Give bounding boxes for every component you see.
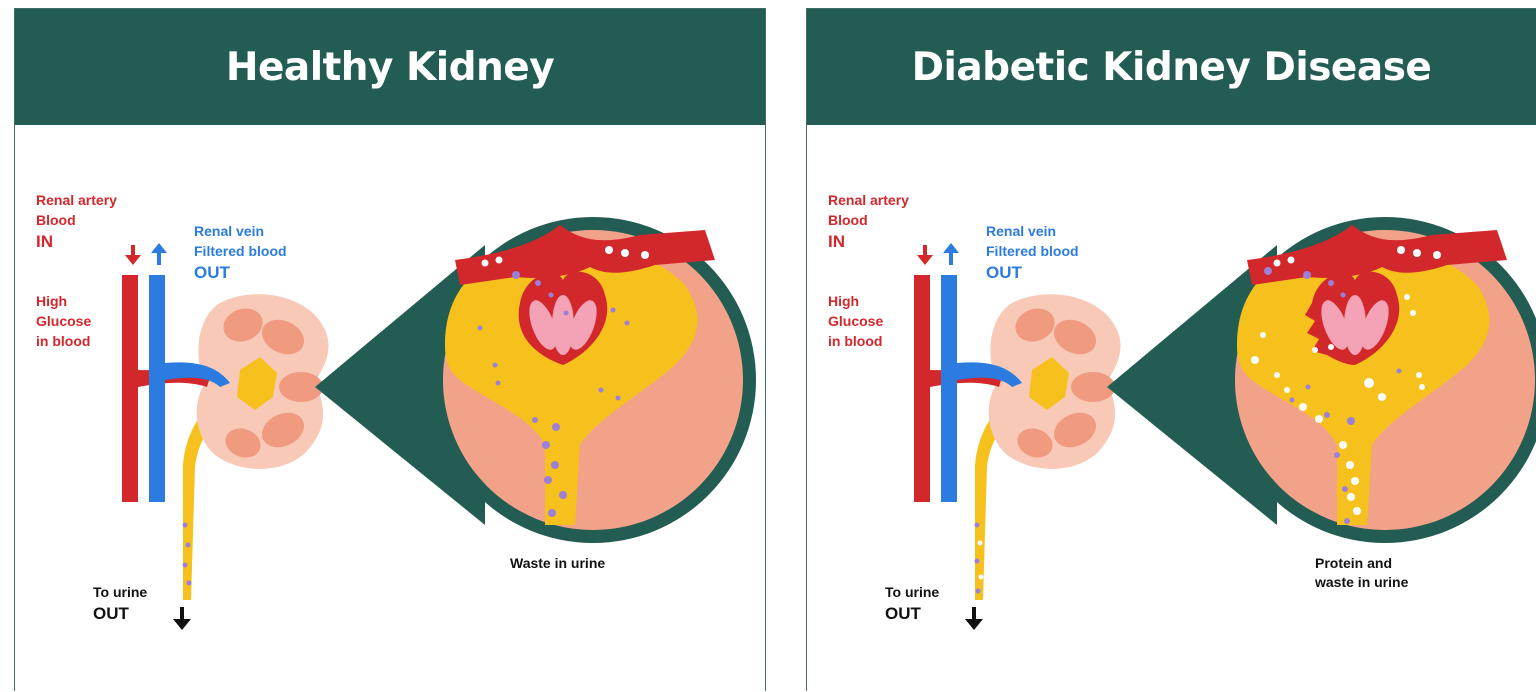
out-label: OUT: [194, 262, 230, 284]
caption: Waste in urine: [510, 553, 605, 573]
urine-out-label: OUT: [885, 603, 921, 625]
caption-line-1: Protein and: [1315, 553, 1392, 573]
artery-in-arrow: [125, 245, 141, 265]
healthy-kidney-panel: Healthy Kidney: [14, 8, 766, 691]
blood-label: Blood: [36, 210, 76, 230]
filtered-blood-label: Filtered blood: [194, 241, 287, 261]
in-label: IN: [828, 231, 845, 253]
renal-artery: [914, 275, 1002, 502]
glucose-label: Glucose: [828, 311, 883, 331]
urine-out-arrow: [173, 607, 191, 630]
urine-out-label: OUT: [93, 603, 129, 625]
diabetic-kidney-panel: Diabetic Kidney Disease: [806, 8, 1536, 691]
in-blood-label: in blood: [828, 331, 882, 351]
caption-line-2: waste in urine: [1315, 572, 1408, 592]
in-label: IN: [36, 231, 53, 253]
vein-out-arrow: [943, 243, 959, 265]
to-urine-label: To urine: [885, 582, 939, 602]
panel-title: Diabetic Kidney Disease: [807, 9, 1536, 125]
glomerulus-zoom: [430, 217, 756, 543]
renal-artery: [122, 275, 210, 502]
renal-artery-label: Renal artery: [828, 190, 909, 210]
filtered-blood-label: Filtered blood: [986, 241, 1079, 261]
high-label: High: [36, 291, 67, 311]
renal-vein-label: Renal vein: [194, 221, 264, 241]
blood-label: Blood: [828, 210, 868, 230]
urine-out-arrow: [965, 607, 983, 630]
high-label: High: [828, 291, 859, 311]
panel-title: Healthy Kidney: [15, 9, 765, 125]
out-label: OUT: [986, 262, 1022, 284]
vein-out-arrow: [151, 243, 167, 265]
glomerulus-zoom: [1222, 217, 1536, 543]
in-blood-label: in blood: [36, 331, 90, 351]
renal-artery-label: Renal artery: [36, 190, 117, 210]
glucose-label: Glucose: [36, 311, 91, 331]
renal-vein-label: Renal vein: [986, 221, 1056, 241]
artery-in-arrow: [917, 245, 933, 265]
to-urine-label: To urine: [93, 582, 147, 602]
